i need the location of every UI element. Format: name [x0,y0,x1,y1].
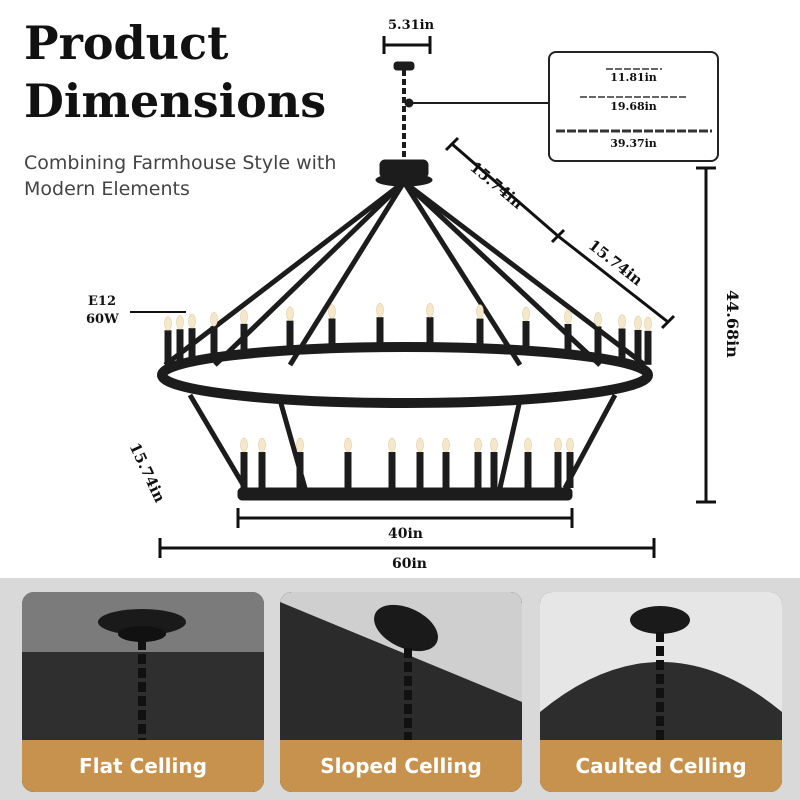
canopy-icon [98,609,186,635]
lower-candle [344,437,352,488]
page-subtitle: Combining Farmhouse Style with Modern El… [24,150,336,202]
upper-candle [240,309,248,358]
lower-candle [240,437,248,488]
lower-ring-label: 40in [388,526,423,542]
lower-candle [416,437,424,488]
lower-candle [258,437,266,488]
title-line-1: Product [24,16,229,70]
upper-candle [564,309,572,358]
lower-candle [524,437,532,488]
arm-lower-tick [660,314,676,330]
canopy-icon [630,606,690,634]
ceiling-label-flat: Flat Celling [22,740,264,792]
upper-candle [286,306,294,355]
lower-candle [554,437,562,488]
chandelier-illustration [157,61,653,501]
ceiling-label-sloped: Sloped Celling [280,740,522,792]
upper-candle [164,316,172,365]
page-title: Product Dimensions [24,14,326,130]
chain-icons [556,68,712,133]
ceiling-panel-vaulted: Caulted Celling [540,592,782,792]
ceiling-panel-flat: Flat Celling [22,592,264,792]
lower-arm [497,399,523,489]
ceiling-label-vaulted: Caulted Celling [540,740,782,792]
subtitle-line-1: Combining Farmhouse Style with [24,152,337,174]
lower-arm [187,393,248,490]
arm-lower-dimension-line [557,234,669,324]
chain-medium-label: 19.68in [610,100,657,113]
chain-short-label: 11.81in [610,71,657,84]
upper-candle [376,302,384,352]
upper-ring [157,342,653,408]
upper-candle [210,311,218,361]
upper-candle [634,315,642,364]
lower-candle [442,437,450,488]
chandelier-diagram [130,36,716,558]
bulb-type-label: E12 [88,294,116,309]
ceiling-panel-sloped: Sloped Celling [280,592,522,792]
upper-candle [176,314,184,364]
upper-candle [476,304,484,353]
lower-ring [237,487,573,501]
height-label: 44.68in [723,290,742,358]
upper-arm [402,180,647,367]
arm-upper-dimension-line [451,142,559,238]
upper-arm [401,180,523,367]
lower-candle [296,437,304,488]
upper-candle [328,304,336,353]
upper-candle [522,306,530,356]
bulb-watt-label: 60W [86,312,119,327]
upper-candle [618,314,626,363]
canopy-icon [374,604,438,652]
upper-arm [287,180,407,367]
subtitle-line-2: Modern Elements [24,178,190,200]
upper-candle [188,313,196,363]
lower-candle [490,437,498,488]
lower-candle [388,437,396,488]
upper-candle [594,312,602,361]
title-line-2: Dimensions [24,74,327,128]
upper-arm [163,180,406,367]
arm-upper-tick-a [444,136,460,152]
lower-candle [474,437,482,488]
upper-candle [644,316,652,365]
canopy-width-label: 5.31in [388,18,435,33]
lower-candle [566,437,574,488]
chain-marker [404,98,414,108]
upper-ring-label: 60in [392,556,427,572]
chain-length-box: 11.81in 19.68in 39.37in [548,51,719,162]
chain-long-label: 39.37in [610,137,657,150]
upper-candle [426,302,434,352]
ceiling-canopy [393,61,415,71]
